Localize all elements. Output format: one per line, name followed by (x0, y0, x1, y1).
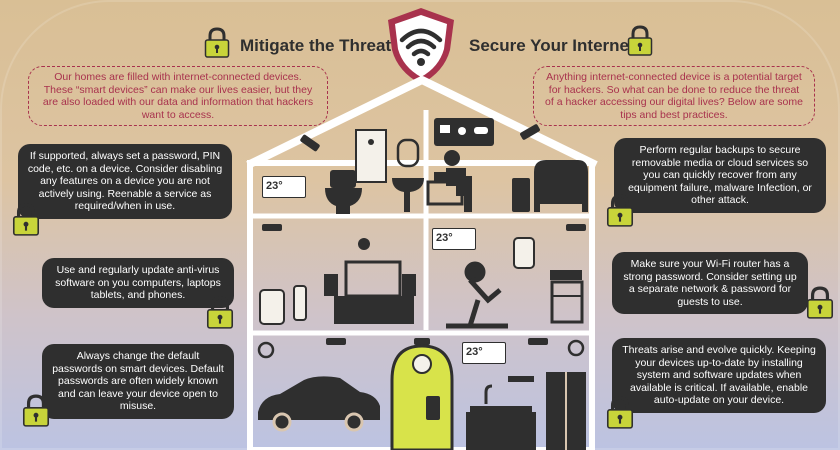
heading-secure: Secure Your Internet! (469, 36, 641, 55)
lock-icon (627, 25, 653, 56)
lock-icon (22, 394, 50, 427)
lock-icon (806, 286, 834, 319)
heading-mitigate: Mitigate the Threat (240, 36, 392, 55)
tip-backups: Perform regular backups to secure remova… (614, 138, 826, 213)
tip-updates: Threats arise and evolve quickly. Keepin… (612, 338, 826, 413)
lock-icon (606, 194, 634, 227)
wifi-shield-icon (388, 8, 454, 84)
tip-password-pin: If supported, always set a password, PIN… (18, 144, 232, 219)
intro-note-right: Anything internet-connected device is a … (533, 66, 815, 126)
intro-note-left: Our homes are filled with internet-conne… (28, 66, 328, 126)
tip-wifi-password: Make sure your Wi-Fi router has a strong… (612, 252, 808, 314)
thermostat-display: 23° (462, 342, 506, 364)
lock-icon (206, 296, 234, 329)
thermostat-display: 23° (262, 176, 306, 198)
lock-icon (12, 203, 40, 236)
tip-antivirus: Use and regularly update anti-virus soft… (42, 258, 234, 308)
thermostat-display: 23° (432, 228, 476, 250)
lock-icon (204, 27, 230, 58)
tip-default-passwords: Always change the default passwords on s… (42, 344, 234, 419)
lock-icon (606, 396, 634, 429)
